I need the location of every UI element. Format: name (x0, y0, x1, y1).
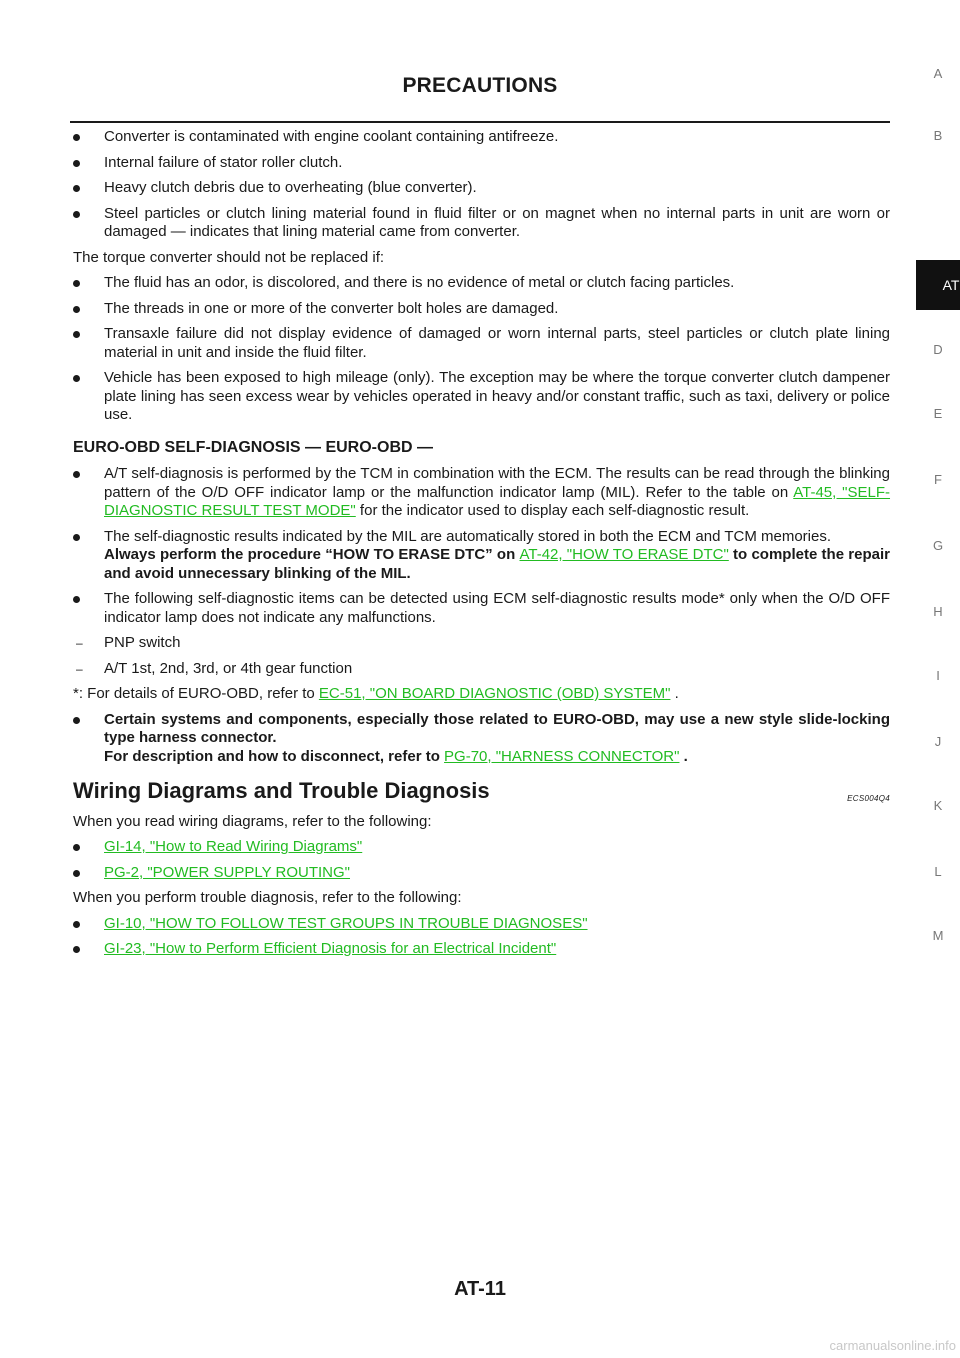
bullet-icon (73, 596, 80, 603)
bullet-icon (73, 946, 80, 953)
bullet-icon (73, 844, 80, 851)
bullet-icon (73, 471, 80, 478)
side-tab-a[interactable]: A (933, 66, 943, 81)
link-pg-70[interactable]: PG-70, "HARNESS CONNECTOR" (444, 747, 680, 765)
bullet-icon (73, 210, 80, 218)
dash-icon: – (76, 636, 83, 650)
list-item: The fluid has an odor, is discolored, an… (73, 274, 890, 293)
list-item: The self-diagnostic results indicated by… (73, 528, 890, 584)
bullet-icon (73, 716, 80, 724)
side-tab-at-active[interactable]: AT (916, 260, 960, 310)
link-gi-10[interactable]: GI-10, "HOW TO FOLLOW TEST GROUPS IN TRO… (104, 914, 588, 932)
list-item: Certain systems and components, especial… (73, 711, 890, 767)
watermark: carmanualsonline.info (829, 1338, 956, 1353)
link-gi-14[interactable]: GI-14, "How to Read Wiring Diagrams" (104, 838, 363, 855)
list-item: GI-23, "How to Perform Efficient Diagnos… (73, 940, 890, 959)
section-code: ECS004Q4 (847, 794, 890, 803)
side-tab-h[interactable]: H (933, 604, 943, 619)
bullet-icon (73, 331, 80, 338)
list-item: Heavy clutch debris due to overheating (… (73, 179, 890, 198)
side-tab-d[interactable]: D (933, 342, 943, 357)
list-item: Vehicle has been exposed to high mileage… (73, 369, 890, 425)
bullet-icon (73, 920, 80, 928)
paragraph-not-replaced: The torque converter should not be repla… (73, 248, 385, 266)
list-item: The following self-diagnostic items can … (73, 590, 890, 627)
link-at-45[interactable]: AT-45, "SELF-DIAGNOSTIC RESULT TEST MODE… (104, 483, 891, 520)
link-gi-23[interactable]: GI-23, "How to Perform Efficient Diagnos… (104, 940, 557, 957)
footnote-euro-obd: *: For details of EURO-OBD, refer to EC-… (73, 685, 679, 702)
link-ec-51[interactable]: EC-51, "ON BOARD DIAGNOSTIC (OBD) SYSTEM… (318, 685, 671, 702)
page-content: Converter is contaminated with engine co… (73, 128, 890, 966)
dash-icon: – (76, 661, 83, 676)
bullet-icon (73, 375, 80, 382)
bullet-icon (73, 134, 80, 141)
bullet-icon (73, 185, 80, 192)
list-item: –A/T 1st, 2nd, 3rd, or 4th gear function (76, 659, 353, 677)
side-tab-m[interactable]: M (932, 928, 944, 943)
side-tab-f[interactable]: F (934, 472, 942, 487)
bullet-icon (73, 869, 80, 877)
list-item: Converter is contaminated with engine co… (73, 128, 890, 147)
list-item: A/T self-diagnosis is performed by the T… (73, 465, 890, 521)
side-tab-g[interactable]: G (932, 538, 944, 553)
page-title: PRECAUTIONS (402, 74, 558, 97)
paragraph-diagnosis-intro: When you perform trouble diagnosis, refe… (73, 889, 462, 906)
side-index: A B AT D E F G H I J K L M (890, 0, 960, 1358)
side-tab-e[interactable]: E (933, 406, 943, 421)
list-item: Steel particles or clutch lining materia… (73, 205, 890, 242)
list-item: –PNP switch (76, 634, 181, 651)
side-tab-j[interactable]: J (934, 734, 942, 749)
list-item: GI-14, "How to Read Wiring Diagrams" (73, 838, 890, 857)
list-item: GI-10, "HOW TO FOLLOW TEST GROUPS IN TRO… (73, 915, 890, 934)
bullet-icon (73, 533, 80, 541)
side-tab-b[interactable]: B (933, 128, 943, 143)
list-item: Internal failure of stator roller clutch… (73, 154, 890, 173)
link-at-42[interactable]: AT-42, "HOW TO ERASE DTC" (519, 546, 729, 563)
side-tab-l[interactable]: L (934, 864, 942, 879)
link-pg-2[interactable]: PG-2, "POWER SUPPLY ROUTING" (104, 863, 350, 881)
side-tab-i[interactable]: I (936, 668, 940, 683)
bullet-icon (73, 280, 80, 287)
list-item: The threads in one or more of the conver… (73, 300, 890, 319)
paragraph-wiring-intro: When you read wiring diagrams, refer to … (73, 812, 432, 830)
page-number: AT-11 (454, 1278, 506, 1300)
header-rule (70, 121, 890, 123)
side-tab-k[interactable]: K (933, 798, 943, 813)
section-heading-euro-obd: EURO-OBD SELF-DIAGNOSIS — EURO-OBD — (73, 438, 434, 456)
bullet-icon (73, 305, 80, 313)
list-item: PG-2, "POWER SUPPLY ROUTING" (73, 864, 890, 883)
bullet-icon (73, 159, 80, 167)
list-item: Transaxle failure did not display eviden… (73, 325, 890, 362)
